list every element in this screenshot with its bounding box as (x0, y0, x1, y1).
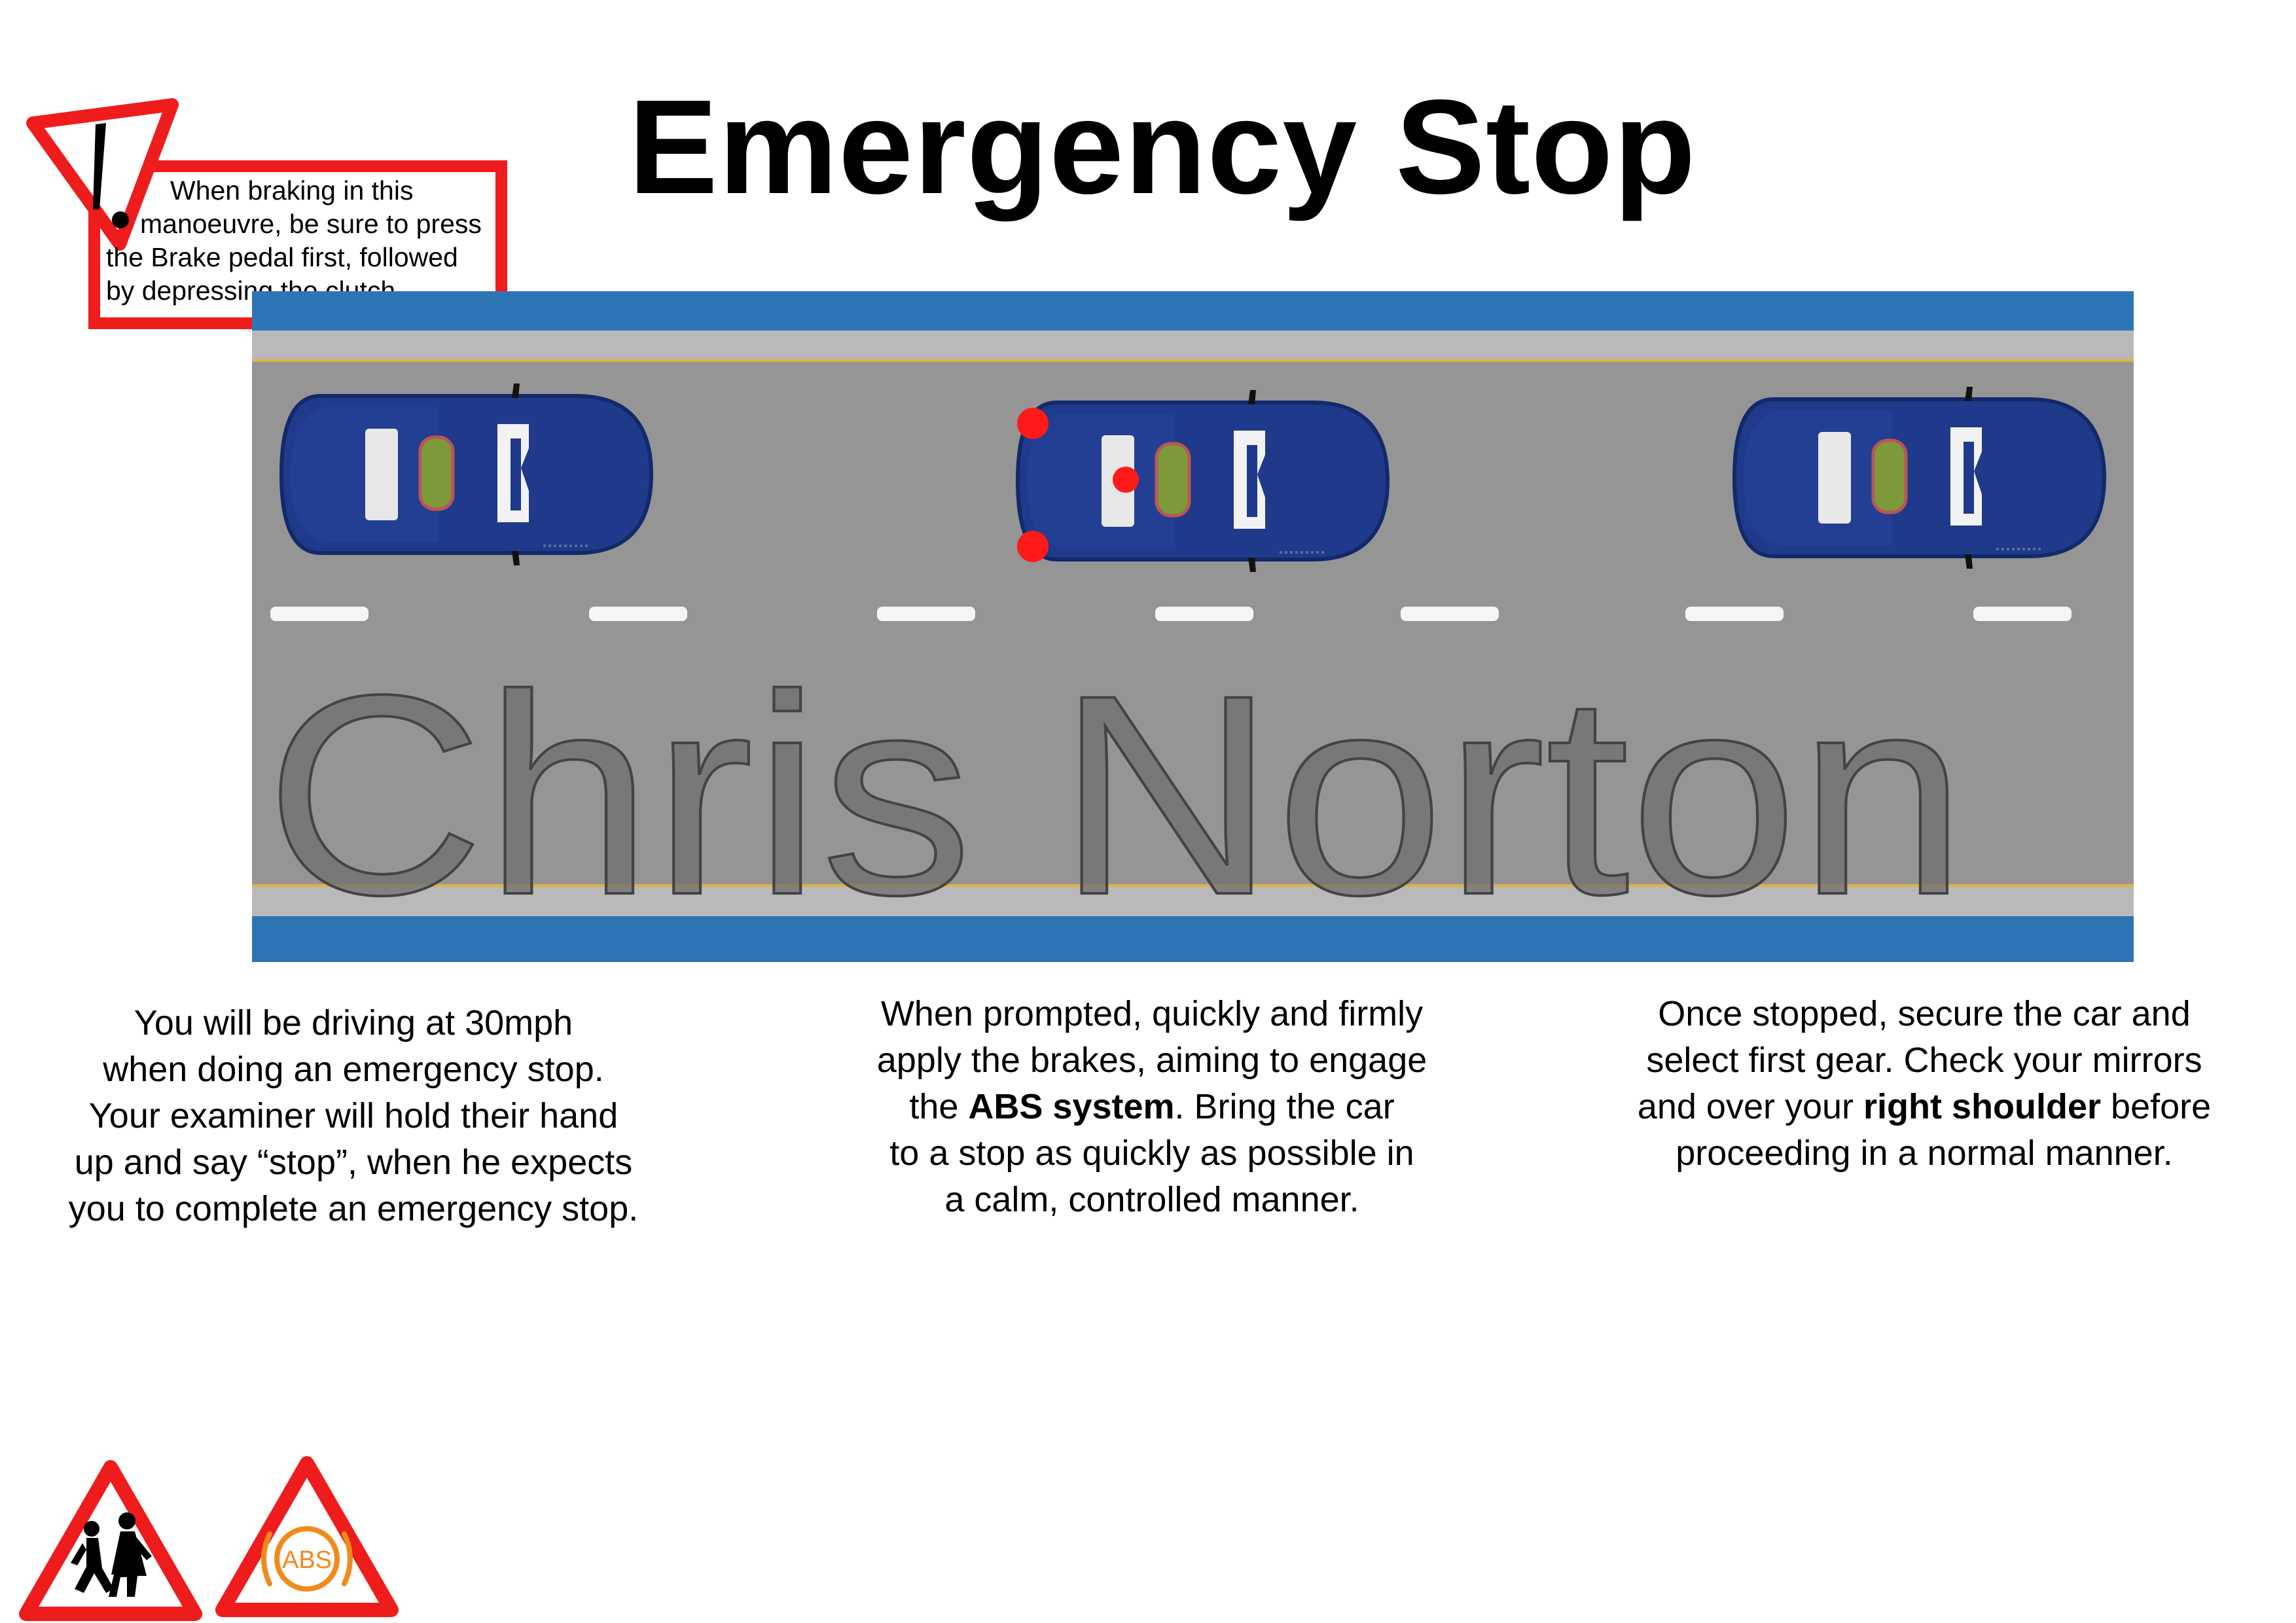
bottom-verge (252, 916, 2134, 962)
caption-line: proceeding in a normal manner. (1676, 1133, 2173, 1173)
road-diagram: Chris Norton (252, 291, 2134, 962)
caption-line: to a stop as quickly as possible in (889, 1133, 1414, 1173)
caption-line: and over your right shoulder before (1577, 1084, 2271, 1130)
exclamation-warning-triangle-icon (26, 98, 179, 251)
caption-braking: When prompted, quickly and firmly apply … (825, 991, 1479, 1223)
page-title: Emergency Stop (628, 72, 1696, 222)
warning-note-line: the Brake pedal first, followed (106, 242, 458, 272)
caption-line: You will be driving at 30mph (134, 1003, 573, 1043)
brake-lights (1017, 408, 1139, 562)
caption-line: When prompted, quickly and firmly (880, 994, 1424, 1033)
caption-line: a calm, controlled manner. (944, 1180, 1359, 1219)
caption-line: apply the brakes, aiming to engage (876, 1041, 1427, 1080)
caption-line: the ABS system. Bring the car (825, 1084, 1479, 1130)
caption-text: the (909, 1087, 969, 1126)
warning-note-line: manoeuvre, be sure to press (140, 209, 482, 239)
caption-text: and over your (1637, 1087, 1864, 1126)
warning-note-text: When braking in this manoeuvre, be sure … (106, 174, 499, 308)
car-stopped (1734, 387, 2104, 569)
caption-line: up and say “stop”, when he expects (74, 1143, 633, 1182)
children-crossing-sign-icon (19, 1460, 202, 1621)
abs-label: ABS (282, 1546, 332, 1574)
warning-note-line: When braking in this (170, 175, 414, 205)
top-verge (252, 291, 2134, 330)
watermark-text: Chris Norton (265, 636, 1967, 954)
car-braking (1018, 390, 1388, 572)
lane-markings (270, 607, 2072, 621)
caption-bold-shoulder: right shoulder (1863, 1087, 2102, 1126)
caption-driving: You will be driving at 30mph when doing … (26, 1000, 681, 1232)
bottom-pavement (252, 887, 2134, 916)
caption-line: you to complete an emergency stop. (68, 1189, 639, 1228)
top-pavement (252, 330, 2134, 360)
caption-text: . Bring the car (1174, 1087, 1395, 1126)
abs-warning-sign-icon: ABS (215, 1456, 399, 1617)
caption-line: select first gear. Check your mirrors (1646, 1041, 2202, 1080)
caption-bold-abs: ABS system (968, 1087, 1175, 1126)
caption-stopped: Once stopped, secure the car and select … (1577, 991, 2271, 1177)
caption-line: when doing an emergency stop. (103, 1050, 604, 1089)
car-driving (281, 383, 651, 565)
caption-line: Your examiner will hold their hand (88, 1096, 619, 1135)
caption-text: before (2101, 1087, 2212, 1126)
caption-line: Once stopped, secure the car and (1658, 994, 2191, 1033)
